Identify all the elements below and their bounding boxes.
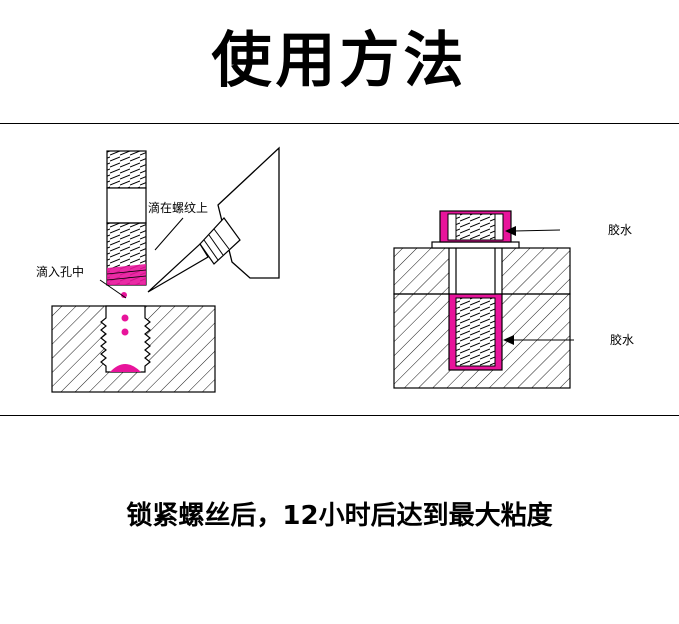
arrow-head [503, 335, 514, 345]
glue-pool [110, 364, 141, 372]
glue-label-top: 胶水 [608, 222, 632, 237]
arrow-head [505, 226, 516, 236]
bottom-divider [0, 415, 679, 416]
usage-diagram: 滴在螺纹上 滴入孔中 胶水 胶水 [36, 146, 634, 393]
arrow-line [513, 229, 561, 232]
glue-drop [121, 328, 129, 336]
drip-on-thread-label: 滴在螺纹上 [148, 200, 208, 215]
top-divider [0, 123, 679, 124]
left-illustration: 滴在螺纹上 滴入孔中 [36, 146, 280, 393]
leader-line [154, 217, 184, 251]
drip-into-hole-label: 滴入孔中 [36, 264, 84, 279]
glue-drop [121, 314, 129, 322]
right-illustration: 胶水 胶水 [393, 210, 634, 389]
washer [431, 241, 520, 249]
glue-bottle [147, 146, 280, 293]
page-title: 使用方法 [211, 26, 468, 96]
bolt [106, 150, 147, 286]
instruction-caption: 锁紧螺丝后，12小时后达到最大粘度 [126, 501, 553, 531]
glue-label-bottom: 胶水 [610, 332, 634, 347]
glue-on-thread [107, 264, 146, 285]
workpiece-block [51, 305, 216, 393]
leader-line [99, 279, 127, 299]
glue-drop [121, 292, 127, 298]
